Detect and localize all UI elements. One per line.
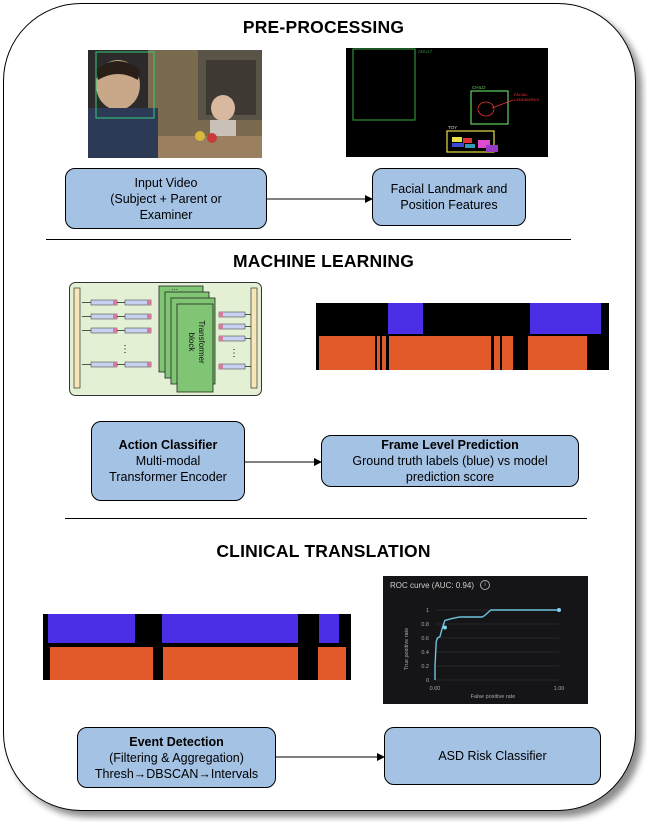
roc-ytick-label: 0.8 <box>421 622 429 628</box>
input-video-line1: Input Video <box>134 175 198 190</box>
input-video-box: Input Video (Subject + Parent or Examine… <box>65 168 267 229</box>
roc-xlabel: False positive rate <box>471 694 516 700</box>
event-detection-strip <box>43 614 351 680</box>
roc-xtick-label: 0.00 <box>430 686 441 692</box>
roc-title: ROC curve (AUC: 0.94) <box>390 581 475 590</box>
roc-ylabel: True positive rate <box>404 628 410 670</box>
clinical-title: CLINICAL TRANSLATION <box>216 541 431 561</box>
roc-point <box>442 625 447 630</box>
action-classifier-title: Action Classifier <box>118 438 218 452</box>
roc-ytick-label: 0 <box>426 678 429 684</box>
roc-ytick-label: 1 <box>426 608 429 614</box>
transformer-diagram: ⋯ Transformer block <box>69 282 262 396</box>
preprocessing-title: PRE-PROCESSING <box>242 17 405 37</box>
roc-series-line <box>434 609 559 680</box>
roc-ytick-label: 0.6 <box>421 636 429 642</box>
divider-2 <box>65 518 587 519</box>
frame-prediction-box: Frame Level Prediction Ground truth labe… <box>321 435 579 487</box>
arrow-input-to-landmarks <box>267 195 373 203</box>
landmark-features-box: Facial Landmark and Position Features <box>372 168 526 226</box>
toy-label: TOY <box>448 125 457 130</box>
input-video-frame <box>88 50 262 158</box>
action-classifier-line1: Multi-modal <box>135 454 201 468</box>
divider-1 <box>46 239 571 240</box>
landmark-line1: Facial Landmark and <box>390 182 508 196</box>
event-detection-box: Event Detection (Filtering & Aggregation… <box>77 727 276 788</box>
landmarks-label: LANDMARKS <box>514 97 539 102</box>
svg-text:⋮: ⋮ <box>229 348 239 359</box>
adult-label: ADULT <box>418 49 433 54</box>
facial-label: FACIAL <box>514 92 529 97</box>
action-classifier-box: Action Classifier Multi-modal Transforme… <box>91 421 245 501</box>
event-detection-line1: (Filtering & Aggregation) <box>109 750 244 765</box>
svg-text:⋯: ⋯ <box>171 287 178 294</box>
roc-ytick-label: 0.2 <box>421 664 429 670</box>
asd-risk-label: ASD Risk Classifier <box>438 749 547 763</box>
ml-title: MACHINE LEARNING <box>232 251 415 271</box>
arrow-event-to-asd <box>276 753 385 761</box>
transformer-label-2: block <box>187 333 196 353</box>
event-detection-line2: Thresh→DBSCAN→Intervals <box>94 766 259 781</box>
action-classifier-line2: Transformer Encoder <box>109 470 227 484</box>
roc-chart: ROC curve (AUC: 0.94) i 1 0.8 0.6 0.4 0.2 0 0… <box>383 576 588 704</box>
landmark-line2: Position Features <box>400 198 498 212</box>
roc-ytick-label: 0.4 <box>421 650 429 656</box>
frame-prediction-title: Frame Level Prediction <box>381 438 519 452</box>
event-detection-title: Event Detection <box>129 734 224 749</box>
asd-risk-box: ASD Risk Classifier <box>384 727 601 785</box>
landmark-detection-frame: ADULT CHILD FACIAL LANDMARKS TOY <box>346 48 548 157</box>
roc-point <box>557 608 561 612</box>
frame-prediction-line2: prediction score <box>405 470 495 484</box>
input-video-line2: (Subject + Parent or <box>110 191 222 206</box>
frame-prediction-strip <box>316 303 609 370</box>
child-label: CHILD <box>472 85 486 90</box>
roc-xtick-label: 1.00 <box>554 686 565 692</box>
input-video-line3: Examiner <box>139 207 193 222</box>
svg-text:⋮: ⋮ <box>120 344 130 355</box>
info-icon[interactable]: i <box>480 580 490 590</box>
frame-prediction-line1: Ground truth labels (blue) vs model <box>352 454 548 468</box>
roc-plot: 1 0.8 0.6 0.4 0.2 0 0.00 1.00 True positive ra… <box>404 608 565 700</box>
transformer-label-1: Transformer <box>197 320 206 364</box>
arrow-action-to-frame <box>245 458 322 466</box>
